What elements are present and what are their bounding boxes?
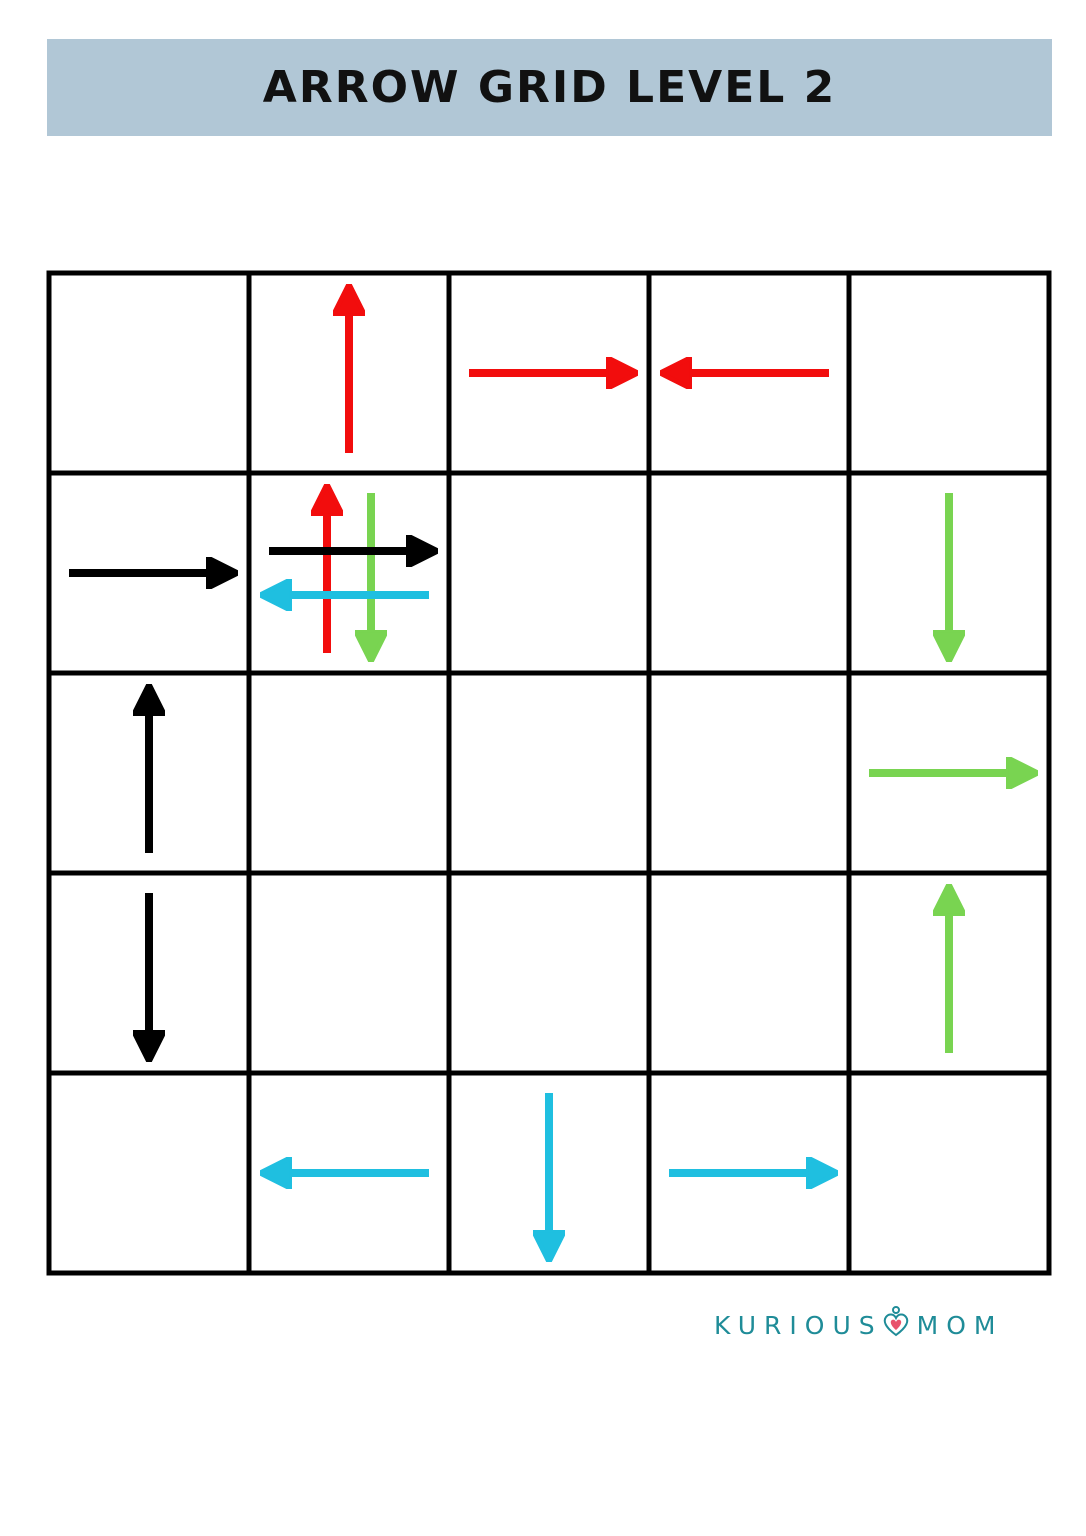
grid-cell-r3-c3 bbox=[649, 873, 849, 1073]
grid-cell-r4-c0 bbox=[49, 1073, 249, 1273]
grid-cell-r1-c3 bbox=[649, 473, 849, 673]
brand-text-right: MOM bbox=[916, 1310, 1004, 1340]
grid-cell-r2-c1 bbox=[249, 673, 449, 873]
grid-cell-r3-c2 bbox=[449, 873, 649, 1073]
page-title: ARROW GRID LEVEL 2 bbox=[262, 62, 837, 113]
grid-cell-r0-c0 bbox=[49, 273, 249, 473]
grid-lines bbox=[46, 270, 1052, 1276]
grid-cell-r2-c3 bbox=[649, 673, 849, 873]
grid-cell-r2-c2 bbox=[449, 673, 649, 873]
grid-cell-r1-c1 bbox=[249, 473, 449, 673]
grid-cell-r4-c4 bbox=[849, 1073, 1049, 1273]
grid-cell-r3-c1 bbox=[249, 873, 449, 1073]
brand-text-left: KURIOUS bbox=[714, 1310, 883, 1340]
title-banner: ARROW GRID LEVEL 2 bbox=[47, 39, 1052, 136]
heart-person-icon bbox=[881, 1306, 911, 1344]
brand-logo: KURIOUS MOM bbox=[714, 1306, 1003, 1344]
grid-cell-r0-c4 bbox=[849, 273, 1049, 473]
arrow-layer bbox=[69, 295, 1027, 1251]
grid-cell-r1-c2 bbox=[449, 473, 649, 673]
